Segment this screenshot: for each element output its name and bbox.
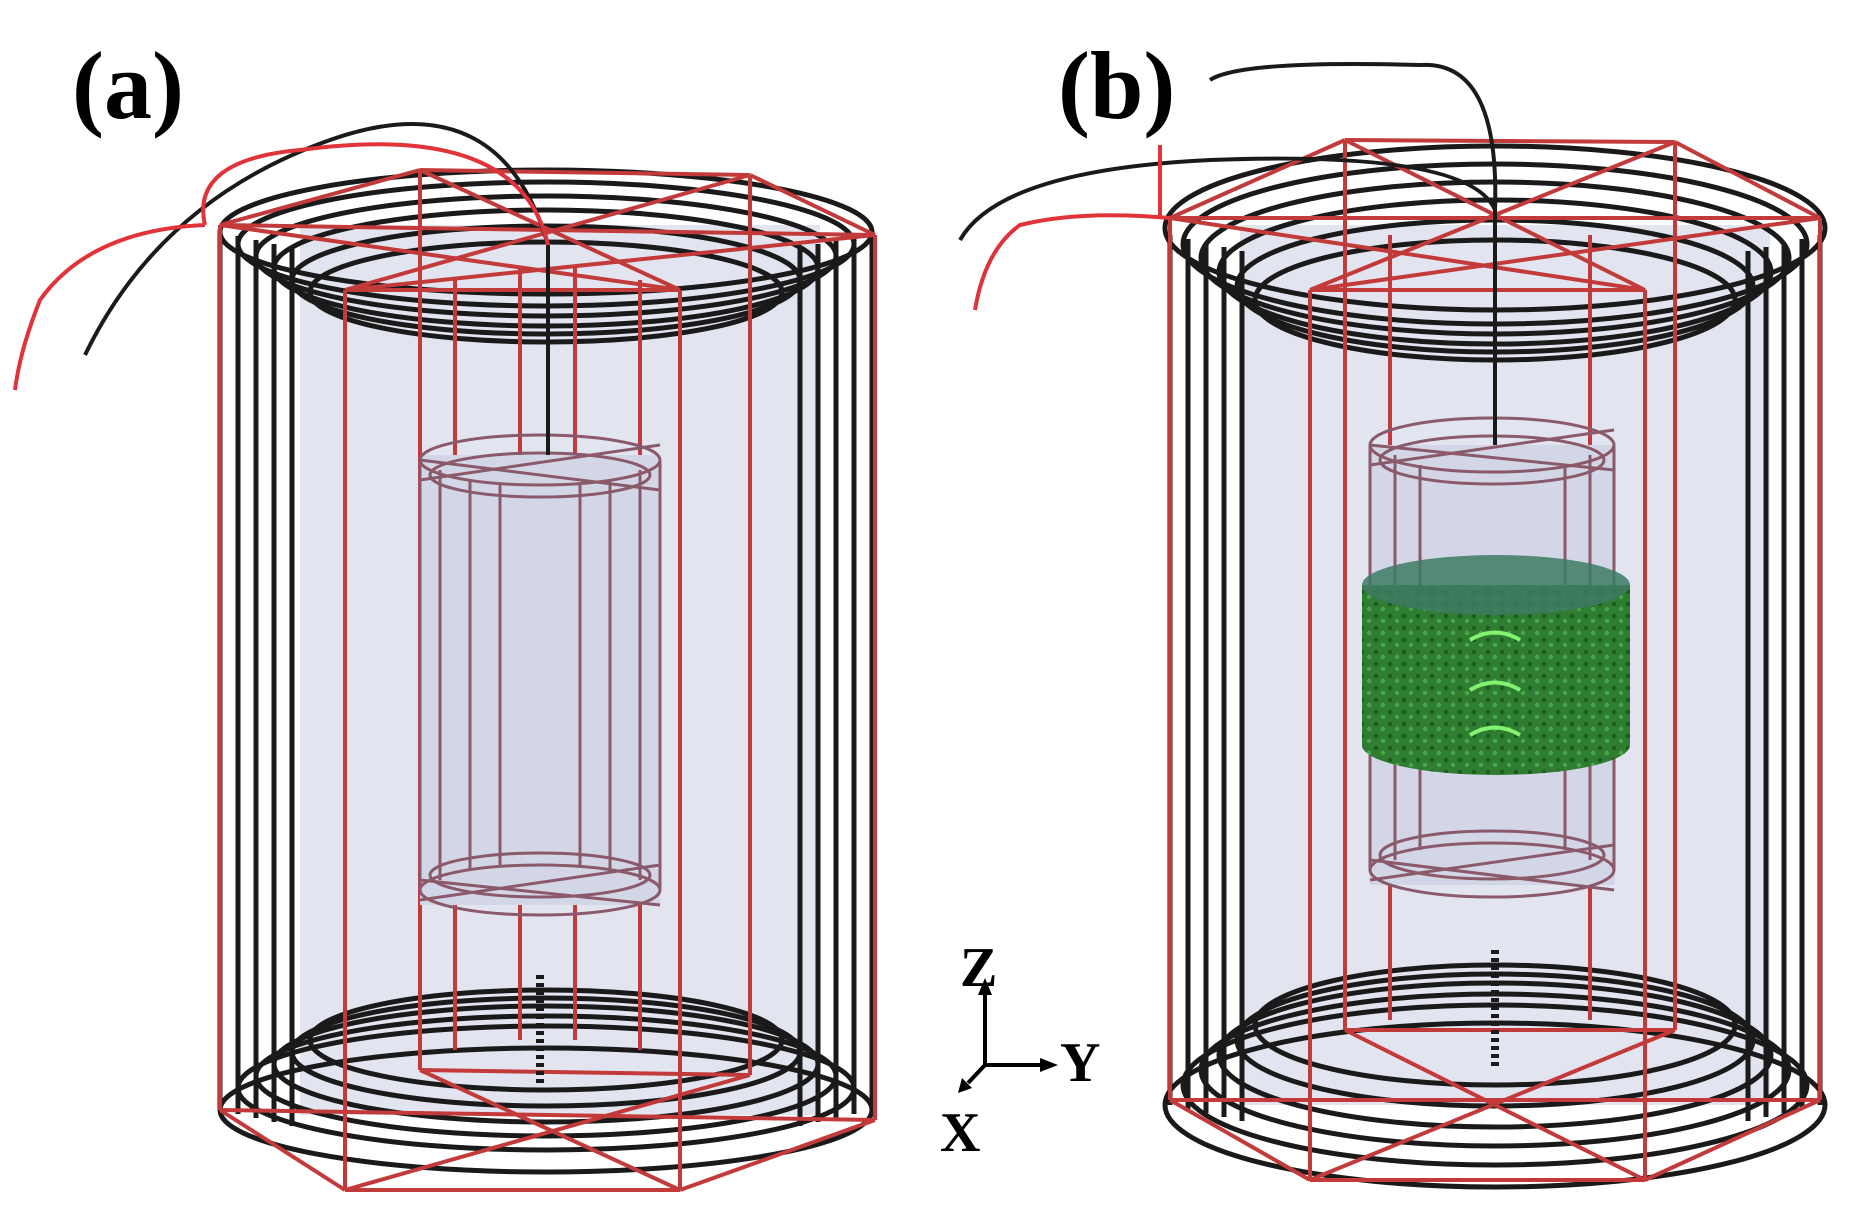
y-axis-label: Y — [1060, 1032, 1101, 1094]
panel-b-label: (b) — [1058, 32, 1176, 139]
xyz-axis-triad-icon — [958, 978, 1058, 1093]
z-axis-label: Z — [960, 937, 998, 999]
panel-a-label: (a) — [72, 32, 184, 139]
panel-a-lead-wires — [13, 122, 550, 1085]
panel-a-diagram — [13, 122, 877, 1192]
panel-b-green-sample — [1362, 555, 1630, 775]
x-axis-label: X — [940, 1102, 981, 1164]
panel-b-red-frame — [1168, 138, 1822, 1182]
panel-b-lead-wires — [958, 62, 1499, 1070]
panel-a-inner-cylinder — [418, 433, 662, 917]
panel-b-diagram — [958, 62, 1828, 1190]
